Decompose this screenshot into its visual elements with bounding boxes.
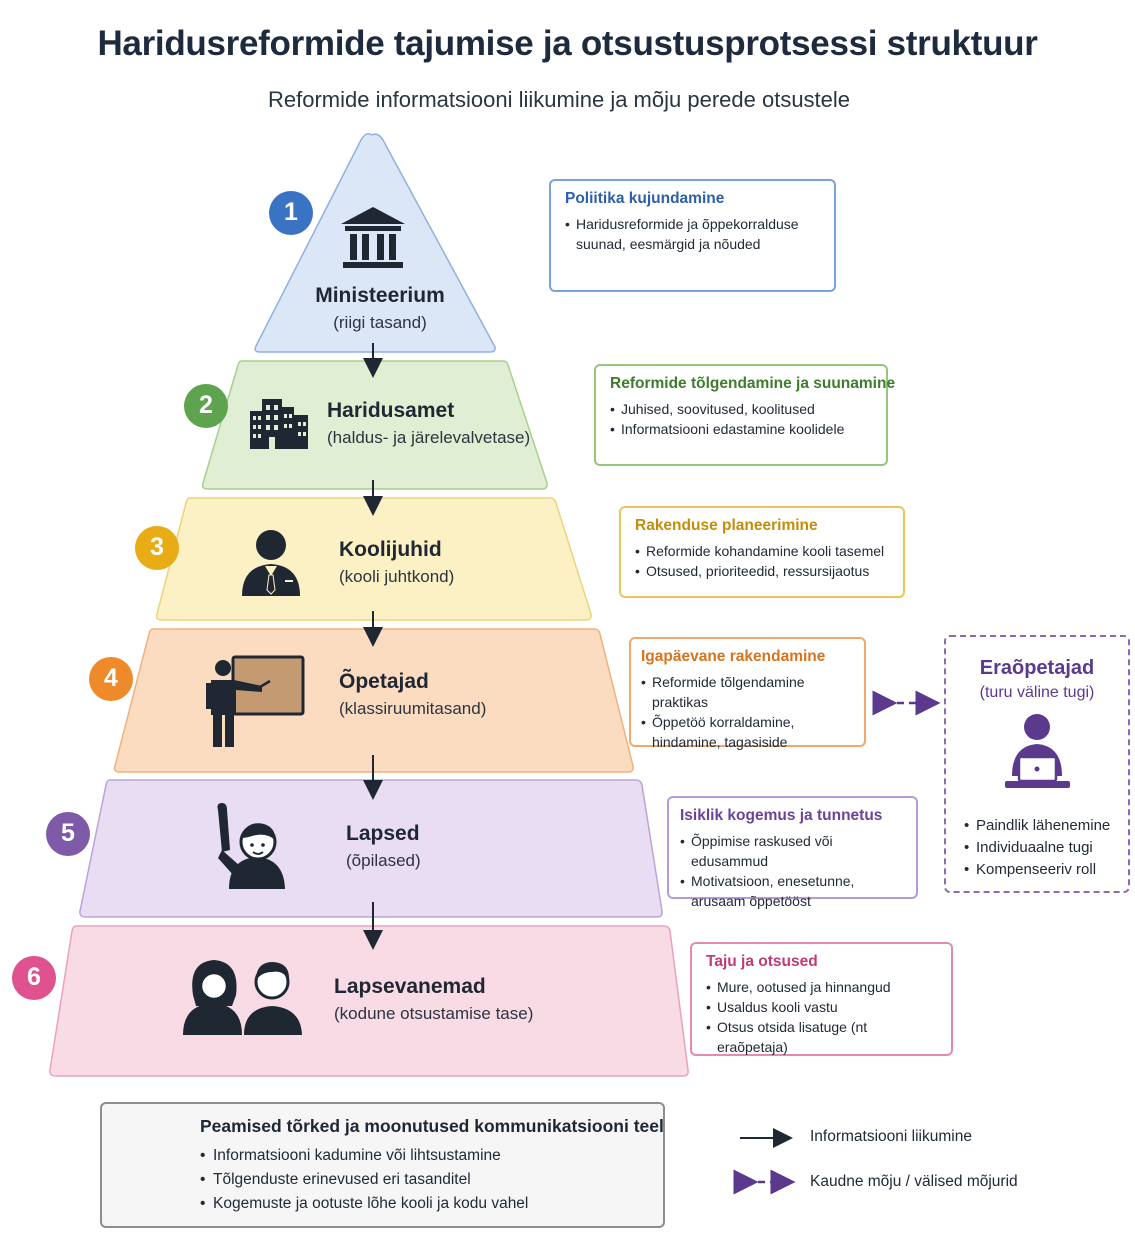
- level-number-6: 6: [27, 963, 41, 991]
- level-sub: (klassiruumitasand): [339, 699, 487, 718]
- level-number-2: 2: [199, 391, 213, 419]
- level-sub: (riigi tasand): [333, 313, 427, 332]
- description-box-policy: Poliitika kujundamine Haridusreformide j…: [549, 179, 836, 292]
- box-item: Õppimise raskused või edusammud: [680, 831, 908, 871]
- pyramid-tier-2: [201, 360, 548, 490]
- box-title: Reformide tõlgendamine ja suunamine: [610, 375, 896, 392]
- description-box-planning: Rakenduse planeerimine Reformide kohanda…: [619, 506, 905, 598]
- level-sub: (haldus- ja järelevalvetase): [327, 428, 531, 447]
- page-subtitle: Reformide informatsiooni liikumine ja mõ…: [267, 87, 851, 112]
- office-building-icon: [250, 399, 308, 449]
- box-title: Igapäevane rakendamine: [641, 648, 826, 665]
- level-sub: (õpilased): [346, 851, 421, 870]
- box-item: Reformide kohandamine kooli tasemel: [635, 541, 889, 561]
- box-item: Usaldus kooli vastu: [706, 997, 937, 1017]
- level-teachers: Õpetajad (klassiruumitasand): [339, 670, 486, 719]
- description-box-experience: Isiklik kogemus ja tunnetus Õppimise ras…: [667, 796, 918, 909]
- description-box-daily-implementation: Igapäevane rakendamine Reformide tõlgend…: [629, 637, 866, 750]
- warning-item: Tõlgenduste erinevused eri tasanditel: [200, 1168, 528, 1192]
- private-tutors-title: Eraõpetajad: [979, 657, 1095, 679]
- box-item: Juhised, soovitused, koolitused: [610, 399, 872, 419]
- private-tutors-item: Kompenseeriv roll: [964, 859, 1110, 881]
- level-parents: Lapsevanemad (kodune otsustamise tase): [334, 975, 533, 1024]
- level-sub: (kodune otsustamise tase): [334, 1004, 534, 1023]
- level-school-leaders: Koolijuhid (kooli juhtkond): [339, 538, 454, 587]
- principal-person-icon: [242, 530, 300, 596]
- box-item: Haridusreformide ja õppekorralduse suuna…: [565, 214, 820, 254]
- private-tutors-subtitle: (turu väline tugi): [979, 684, 1095, 701]
- box-item: Informatsiooni edastamine koolidele: [610, 419, 872, 439]
- box-item: Mure, ootused ja hinnangud: [706, 977, 937, 997]
- level-number-circles: [12, 191, 313, 1000]
- level-number-1: 1: [284, 198, 298, 226]
- level-number-3: 3: [150, 533, 164, 561]
- legend-label-indirect-influence: Kaudne mõju / välised mõjurid: [810, 1173, 1018, 1190]
- box-item: Otsused, prioriteedid, ressursijaotus: [635, 561, 889, 581]
- box-item: Otsus otsida lisatuge (nt eraõpetaja): [706, 1017, 937, 1057]
- level-number-4: 4: [104, 664, 118, 692]
- box-title: Poliitika kujundamine: [565, 190, 725, 207]
- laptop-person-icon: [1005, 714, 1070, 788]
- private-tutors-item: Individuaalne tugi: [964, 837, 1110, 859]
- level-name: Haridusamet: [327, 399, 455, 422]
- warning-item: Informatsiooni kadumine või lihtsustamin…: [200, 1144, 528, 1168]
- level-name: Lapsed: [346, 822, 420, 845]
- legend-label-information-flow: Informatsiooni liikumine: [810, 1128, 972, 1145]
- box-title: Rakenduse planeerimine: [635, 517, 818, 534]
- level-ministry: Ministeerium (riigi tasand): [300, 284, 460, 333]
- level-name: Koolijuhid: [339, 538, 442, 561]
- level-name: Ministeerium: [315, 284, 445, 307]
- level-name: Lapsevanemad: [334, 975, 486, 998]
- warning-box: Peamised tõrked ja moonutused kommunikat…: [100, 1102, 665, 1228]
- level-number-5: 5: [61, 819, 75, 847]
- level-education-board: Haridusamet (haldus- ja järelevalvetase): [327, 399, 530, 448]
- level-name: Õpetajad: [339, 670, 429, 693]
- parents-icon: [183, 960, 302, 1035]
- box-item: Reformide tõlgendamine praktikas: [641, 672, 856, 712]
- warning-item: Kogemuste ja ootuste lõhe kooli ja kodu …: [200, 1192, 528, 1216]
- box-item: Õppetöö korraldamine, hindamine, tagasis…: [641, 712, 856, 752]
- raising-hand-child-icon: [217, 803, 285, 889]
- teacher-board-icon: [206, 655, 305, 747]
- page-title: Haridusreformide tajumise ja otsustuspro…: [97, 24, 1038, 63]
- pyramid-tier-1: [254, 133, 496, 353]
- level-sub: (kooli juhtkond): [339, 567, 455, 586]
- warning-title: Peamised tõrked ja moonutused kommunikat…: [200, 1116, 664, 1136]
- box-title: Isiklik kogemus ja tunnetus: [680, 807, 883, 824]
- level-children: Lapsed (õpilased): [346, 822, 421, 871]
- private-tutors-item: Paindlik lähenemine: [964, 815, 1110, 837]
- ministry-building-icon: [341, 207, 405, 268]
- box-title: Taju ja otsused: [706, 953, 818, 970]
- description-box-perception: Taju ja otsused Mure, ootused ja hinnang…: [690, 942, 953, 1056]
- description-box-interpretation: Reformide tõlgendamine ja suunamine Juhi…: [594, 364, 896, 466]
- box-item: Motivatsioon, enesetunne, arusaam õppetö…: [680, 871, 908, 911]
- private-tutors-box: Eraõpetajad (turu väline tugi) Paindlik …: [944, 635, 1130, 893]
